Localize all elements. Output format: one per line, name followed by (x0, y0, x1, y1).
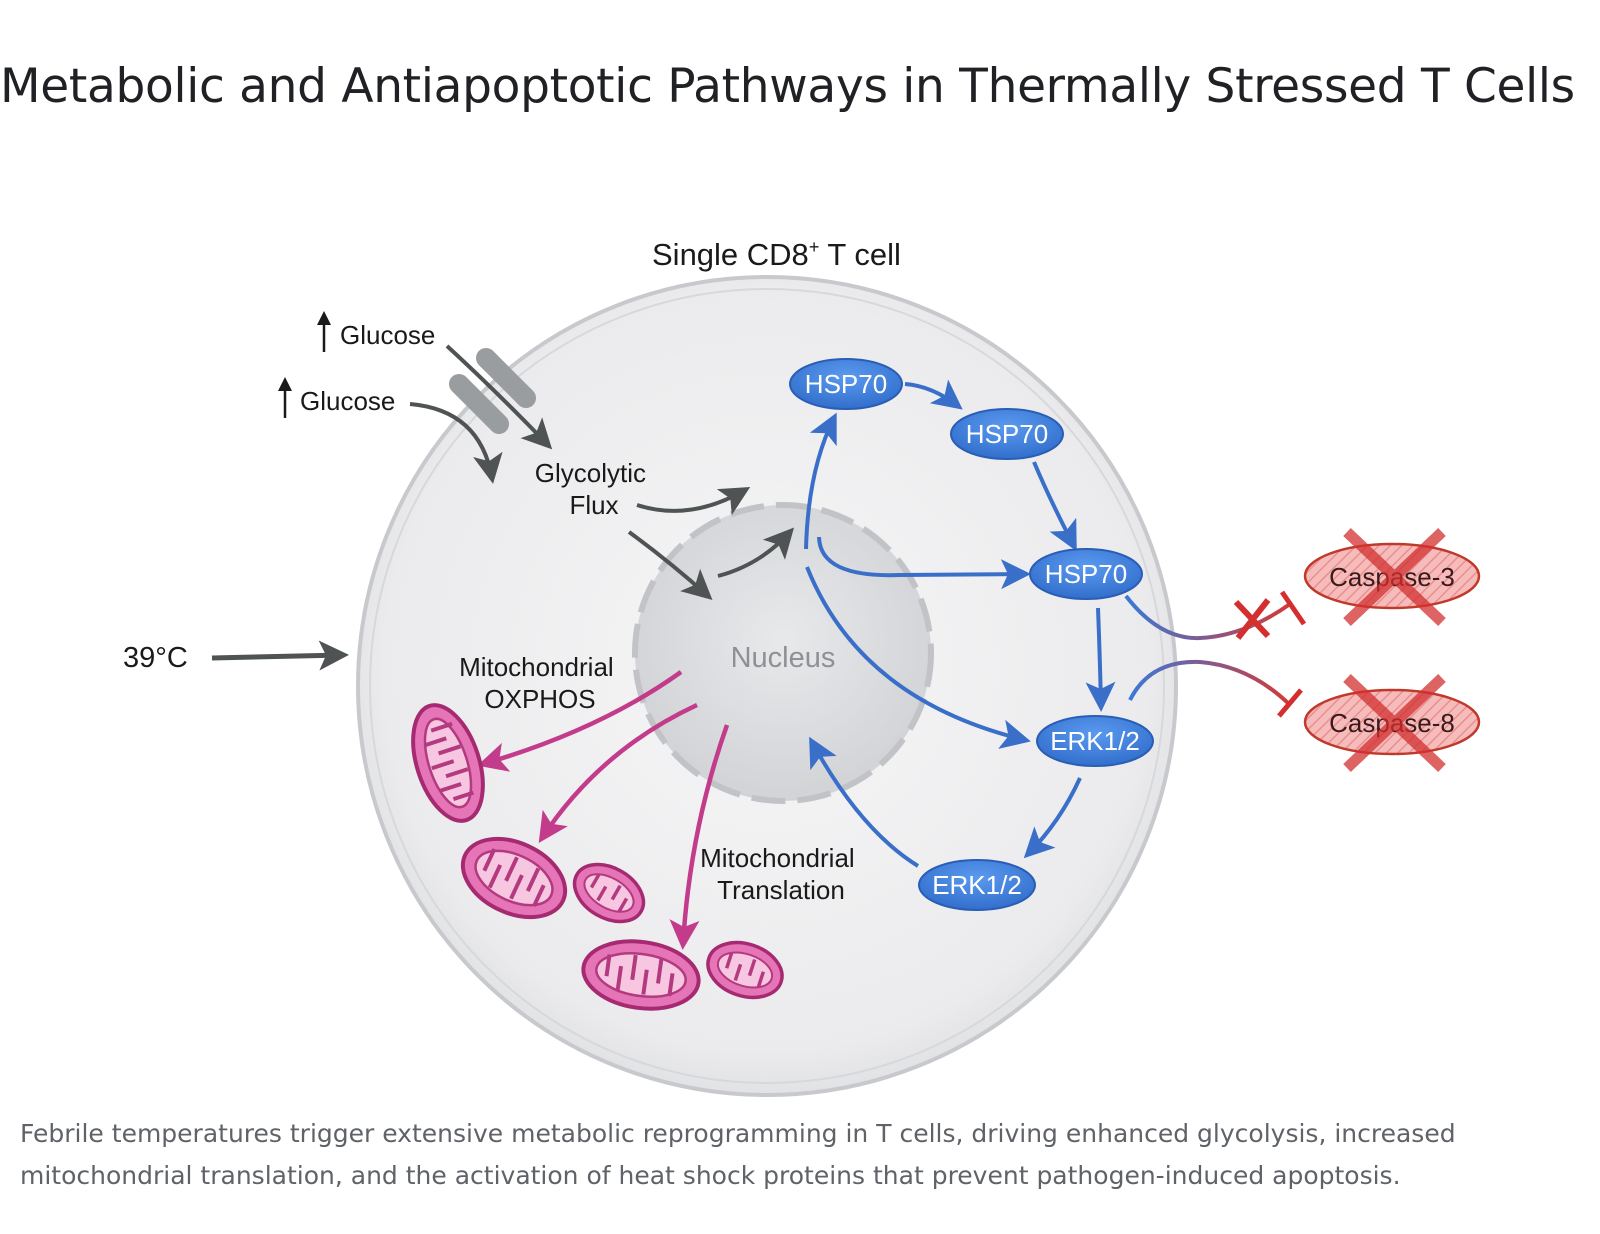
glucose-label-2: Glucose (278, 377, 395, 418)
svg-text:HSP70: HSP70 (805, 369, 887, 399)
pathway-figure: Single CD8+ T cell Nucleus Glucose Gluco… (0, 220, 1600, 1100)
svg-text:Glucose: Glucose (300, 386, 395, 416)
glycolytic-label: Glycolytic Flux (535, 458, 653, 520)
mitochondrion-2 (460, 836, 568, 920)
glucose-transporter (449, 348, 536, 434)
caspase-8-blocked-icon (1343, 674, 1446, 772)
translation-label: Mitochondrial Translation (700, 843, 862, 905)
erk-node-2: ERK1/2 (918, 859, 1036, 911)
erk-node-1: ERK1/2 (1036, 715, 1154, 767)
glucose-arrow-2 (409, 402, 503, 484)
arrow-erk-2-to-nucleus (809, 736, 920, 868)
nucleus-label: Nucleus (731, 642, 836, 674)
arrow-nucleus-to-hsp70-3 (817, 536, 1031, 590)
glucose-label-1: Glucose (317, 311, 435, 352)
arrow-hsp70-3-to-erk-1 (1085, 607, 1116, 712)
glycolytic-arrow-right (636, 486, 751, 516)
hsp70-node-1: HSP70 (789, 358, 903, 410)
pathway-diagram: Single CD8+ T cell Nucleus Glucose Gluco… (123, 237, 1481, 1097)
arrow-hsp70-1-to-hsp70-2 (904, 379, 963, 410)
inhibit-caspase-8-bar (1277, 688, 1303, 718)
mitochondrion-5 (706, 940, 784, 1000)
cell-inner-ring (369, 288, 1165, 1084)
svg-text:Glucose: Glucose (340, 320, 435, 350)
page-title: Metabolic and Antiapoptotic Pathways in … (0, 59, 1575, 114)
glucose-arrow-1 (445, 344, 553, 450)
glycolytic-arrow-nucleus (627, 530, 713, 601)
temperature-arrow (211, 640, 349, 671)
nuclear-envelope (632, 502, 934, 804)
caspase-8-node: Caspase-8 (1303, 674, 1481, 772)
arrow-nucleus-to-hsp70-1 (804, 412, 837, 550)
arrow-nucleus-to-mito-3 (669, 724, 730, 950)
arrow-hsp70-2-to-hsp70-3 (1032, 461, 1077, 552)
svg-text:HSP70: HSP70 (1045, 559, 1127, 589)
svg-text:HSP70: HSP70 (966, 419, 1048, 449)
arrow-nucleus-to-erk-1 (805, 566, 1031, 749)
arrow-nucleus-to-mito-2 (538, 702, 698, 844)
mitochondrion-4 (581, 939, 701, 1011)
nucleus-to-envelope-arrow (717, 527, 795, 578)
svg-text:ERK1/2: ERK1/2 (1050, 726, 1140, 756)
hsp70-node-2: HSP70 (950, 408, 1064, 460)
inhibit-caspase-8-line (1128, 659, 1292, 707)
mitochondrion-3 (572, 862, 646, 924)
temperature-label: 39°C (123, 642, 188, 674)
figure-caption: Febrile temperatures trigger extensive m… (20, 1119, 1456, 1190)
mitochondrion-1 (411, 703, 485, 823)
blocked-cross (1233, 598, 1271, 640)
caspase-3-blocked-icon (1343, 528, 1446, 626)
inhibit-caspase-3-line (1124, 594, 1292, 641)
caspase-3-node: Caspase-3 (1303, 528, 1481, 626)
hsp70-node-3: HSP70 (1029, 548, 1143, 600)
arrow-erk-1-to-erk-2 (1023, 777, 1082, 859)
inhibit-caspase-3-bar (1279, 590, 1307, 626)
svg-text:ERK1/2: ERK1/2 (932, 870, 1022, 900)
cell-label: Single CD8+ T cell (652, 237, 901, 272)
oxphos-label: Mitochondrial OXPHOS (459, 652, 621, 714)
arrow-nucleus-to-mito-1 (477, 670, 683, 772)
